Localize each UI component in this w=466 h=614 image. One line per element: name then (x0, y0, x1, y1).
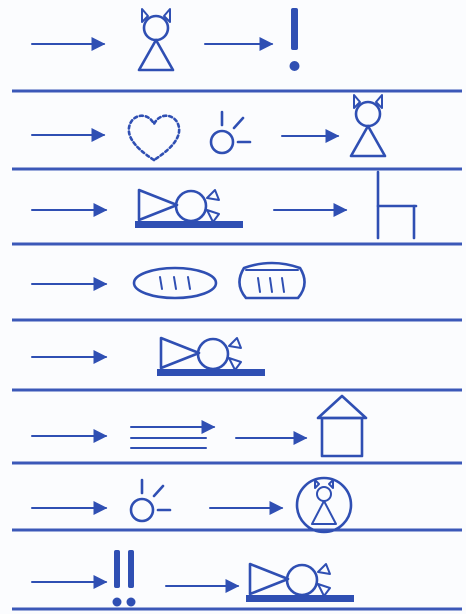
row-6 (32, 396, 366, 456)
row-3 (32, 172, 416, 238)
row-8 (32, 550, 354, 607)
row-7 (32, 478, 351, 532)
girl-icon (351, 95, 385, 156)
sun-icon (211, 112, 250, 153)
bread-bun-icon (239, 263, 304, 298)
girl-in-circle-icon (297, 478, 351, 532)
girl-lying-icon (157, 338, 265, 376)
chair-icon (378, 172, 416, 238)
sun-icon (131, 480, 170, 521)
double-exclamation-icon (113, 550, 136, 607)
speed-lines-icon (131, 427, 214, 448)
dotted-heart-icon (129, 116, 179, 160)
row-1 (32, 8, 300, 71)
row-2 (32, 95, 385, 160)
bread-loaf-icon (134, 268, 216, 298)
girl-lying-icon (135, 190, 243, 228)
row-5 (32, 338, 265, 376)
girl-lying-icon (246, 564, 354, 602)
house-icon (318, 396, 366, 456)
row-dividers (12, 91, 462, 609)
girl-icon (139, 9, 173, 70)
row-4 (32, 263, 305, 298)
exclamation-icon (290, 8, 300, 71)
